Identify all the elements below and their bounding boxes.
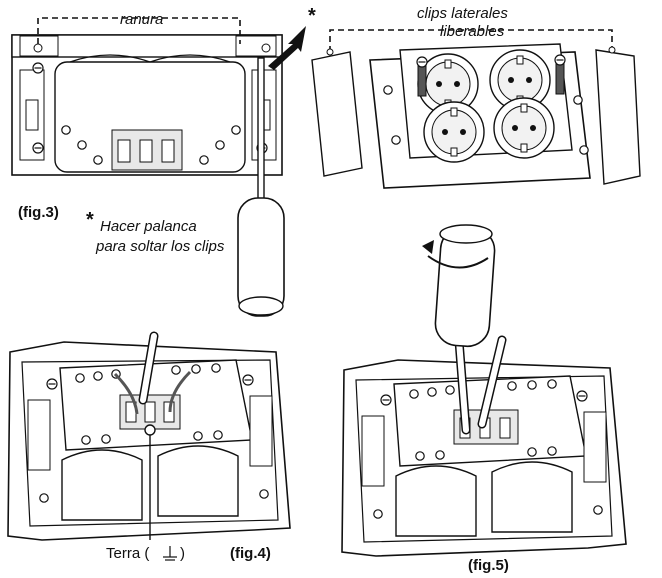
clips-drawing: [311, 29, 641, 189]
terra-label: Terra (: [106, 545, 150, 562]
clips-label-line1: clips laterales: [417, 5, 508, 22]
ranura-label: ranura: [120, 11, 164, 28]
fig4-caption: (fig.4): [230, 545, 271, 562]
fig3-drawing: [11, 17, 306, 317]
fig3-caption: (fig.3): [18, 204, 59, 221]
clips-label-line2: liberables: [440, 23, 505, 40]
note-line1: Hacer palanca: [100, 218, 197, 235]
terra-label-close: ): [180, 545, 185, 562]
earth-symbol-icon: [163, 546, 177, 561]
fig5-caption: (fig.5): [468, 557, 509, 574]
note-asterisk: *: [86, 209, 94, 231]
asterisk-mark: *: [308, 5, 316, 27]
fig4-drawing: [7, 331, 291, 541]
note-line2: para soltar los clips: [96, 238, 225, 255]
fig5-drawing: [341, 224, 627, 557]
